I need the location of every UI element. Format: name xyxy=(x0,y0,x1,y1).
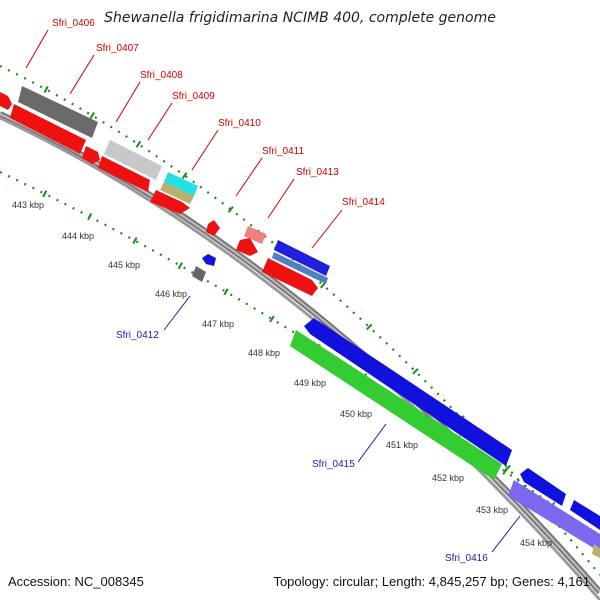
gene-sfri-0415-green[interactable] xyxy=(290,330,502,480)
gene-sfri-0416-blue-1[interactable] xyxy=(520,468,566,506)
tick-mark xyxy=(269,315,275,323)
label-sfri-0410[interactable]: Sfri_0410 xyxy=(218,118,261,129)
gene-sfri-0411-red[interactable] xyxy=(236,238,258,256)
dotted-rings xyxy=(0,65,600,576)
tick-mark xyxy=(366,323,373,331)
gene-sfri-0407-red[interactable] xyxy=(10,104,86,154)
scale-label: 451 kbp xyxy=(386,440,418,450)
genome-title: Shewanella frigidimarina NCIMB 400, comp… xyxy=(104,10,496,26)
label-sfri-0414[interactable]: Sfri_0414 xyxy=(342,197,385,208)
gene-sfri-0412[interactable] xyxy=(192,266,206,282)
gene-sfri-0408-red[interactable] xyxy=(98,156,150,192)
gene-sfri-0415-blue[interactable] xyxy=(304,318,512,466)
tick-mark xyxy=(135,140,142,148)
label-sfri-0407[interactable]: Sfri_0407 xyxy=(96,43,139,54)
scale-label: 452 kbp xyxy=(432,473,464,483)
forward-genes xyxy=(0,86,330,296)
label-sfri-0406[interactable]: Sfri_0406 xyxy=(52,18,95,29)
backbone-inner xyxy=(0,113,600,593)
gene-sfri-0409-cyan[interactable] xyxy=(164,172,198,196)
gene-sfri-0407-block[interactable] xyxy=(18,86,98,138)
tick-mark xyxy=(42,190,48,198)
backbone-outer xyxy=(0,111,600,594)
forward-gene-labels: Sfri_0406 Sfri_0407 Sfri_0408 Sfri_0409 … xyxy=(52,18,385,208)
gene-sfri-0406[interactable] xyxy=(0,92,12,110)
label-sfri-0416[interactable]: Sfri_0416 xyxy=(445,553,488,564)
scale-label: 447 kbp xyxy=(202,319,234,329)
gene-sfri-0410[interactable] xyxy=(150,190,190,214)
label-sfri-0415[interactable]: Sfri_0415 xyxy=(312,459,355,470)
tick-mark xyxy=(412,368,419,375)
gene-small-red-2[interactable] xyxy=(206,220,220,236)
label-sfri-0411[interactable]: Sfri_0411 xyxy=(262,146,305,157)
scale-label: 454 kbp xyxy=(520,538,552,548)
gene-sfri-0413[interactable] xyxy=(274,240,330,276)
tick-mark xyxy=(502,467,508,475)
scale-label: 443 kbp xyxy=(12,200,44,210)
reverse-genes xyxy=(192,254,600,558)
scale-label: 449 kbp xyxy=(294,378,326,388)
tick-mark xyxy=(181,172,188,179)
label-sfri-0412[interactable]: Sfri_0412 xyxy=(116,330,159,341)
scale-label: 453 kbp xyxy=(476,505,508,515)
tick-mark xyxy=(43,85,49,93)
backbone-lower xyxy=(0,116,600,600)
accession-text: Accession: NC_008345 xyxy=(8,574,144,589)
gene-small-red-1[interactable] xyxy=(82,146,100,164)
gene-small-blue[interactable] xyxy=(202,254,216,266)
scale-labels: 443 kbp 444 kbp 445 kbp 446 kbp 447 kbp … xyxy=(12,200,552,548)
gene-sfri-0416-slate[interactable] xyxy=(508,480,600,552)
label-sfri-0408[interactable]: Sfri_0408 xyxy=(140,70,183,81)
outer-dotted-ring xyxy=(0,65,600,576)
gene-sfri-0409-khaki[interactable] xyxy=(160,182,194,204)
gene-edge-khaki[interactable] xyxy=(592,544,600,558)
tick-mark xyxy=(89,111,95,120)
tick-mark xyxy=(320,281,327,289)
reverse-gene-labels: Sfri_0412 Sfri_0415 Sfri_0416 xyxy=(116,330,488,564)
gene-sfri-0411-pink[interactable] xyxy=(244,226,266,244)
label-sfri-0409[interactable]: Sfri_0409 xyxy=(172,91,215,102)
gene-sfri-0414[interactable] xyxy=(262,258,318,296)
gene-sfri-0416-blue-2[interactable] xyxy=(570,500,600,530)
tick-mark xyxy=(177,262,183,270)
gene-sfri-0408[interactable] xyxy=(104,140,162,180)
label-leaders xyxy=(25,29,521,553)
scale-label: 446 kbp xyxy=(155,289,187,299)
scale-label: 445 kbp xyxy=(108,260,140,270)
label-sfri-0413[interactable]: Sfri_0413 xyxy=(296,167,339,178)
tick-mark xyxy=(87,213,93,221)
tick-mark xyxy=(227,206,234,213)
scale-label: 448 kbp xyxy=(248,348,280,358)
scale-label: 444 kbp xyxy=(62,231,94,241)
inner-dotted-ring xyxy=(0,171,600,541)
gene-sfri-0413-steel[interactable] xyxy=(272,252,328,284)
tick-mark xyxy=(132,237,138,245)
genome-summary-text: Topology: circular; Length: 4,845,257 bp… xyxy=(273,574,590,589)
tick-mark xyxy=(223,288,229,296)
scale-label: 450 kbp xyxy=(340,409,372,419)
backbone xyxy=(0,111,600,600)
